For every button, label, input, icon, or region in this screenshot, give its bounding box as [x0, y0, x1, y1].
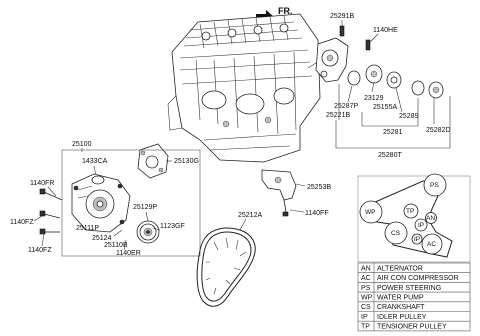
engine-block: [167, 13, 321, 163]
pulley-label-ac: AC: [427, 241, 436, 248]
part-label-1433CA: 1433CA: [82, 158, 108, 165]
pulley-legend: AN ALTERNATOR AC AIR CON COMPRESSOR PS POWER …: [357, 262, 471, 332]
legend-name: AIR CON COMPRESSOR: [377, 275, 459, 282]
part-label-25130G: 25130G: [174, 158, 199, 165]
pulley-label-ps: PS: [430, 182, 439, 189]
part-label-1140HE: 1140HE: [373, 27, 398, 34]
legend-code: PS: [361, 285, 371, 292]
legend-code: AC: [361, 275, 371, 282]
water-pump-pulley: [136, 220, 160, 244]
pulley-label-an: AN: [426, 215, 435, 222]
legend-code: TP: [361, 324, 370, 331]
pulley-layout: PS WP TP IP AN CS IP AC: [357, 173, 471, 263]
part-label-1140FR: 1140FR: [30, 180, 54, 187]
legend-code: AN: [361, 265, 371, 272]
part-label-25253B: 25253B: [307, 184, 331, 191]
pulley-label-wp: WP: [365, 209, 375, 216]
legend-name: CRANKSHAFT: [377, 304, 425, 311]
front-label: FR.: [278, 6, 293, 16]
part-label-25110B: 25110B: [104, 242, 128, 249]
pulley-ip-top: [414, 218, 428, 232]
legend-frame: [357, 262, 471, 332]
part-label-1123GF: 1123GF: [160, 223, 185, 230]
legend-name: POWER STEERING: [377, 285, 441, 292]
pulley-ps: [423, 173, 447, 197]
legend-name: ALTERNATOR: [377, 265, 423, 272]
part-label-25221B: 25221B: [326, 112, 350, 119]
pulley-label-cs: CS: [391, 230, 401, 237]
legend-code: CS: [361, 304, 371, 311]
pulley-cs: [384, 221, 408, 245]
part-label-25280T: 25280T: [378, 152, 402, 159]
pulley-ac: [421, 233, 443, 255]
part-label-25289: 25289: [399, 113, 419, 120]
part-label-25111P: 25111P: [76, 225, 99, 232]
part-label-25287P: 25287P: [334, 103, 358, 110]
pulley-ip-bottom: [411, 233, 423, 245]
pulley-wp: [359, 200, 383, 224]
pulley-layout-frame: [357, 175, 471, 263]
gasket: [137, 143, 169, 179]
legend-name: TENSIONER PULLEY: [377, 324, 447, 331]
part-label-25281: 25281: [383, 129, 403, 136]
legend-code: WP: [361, 295, 373, 302]
legend-name: IDLER PULLEY: [377, 314, 427, 321]
part-label-25212A: 25212A: [238, 212, 262, 219]
bracket: [261, 169, 297, 217]
pulley-label-tp: TP: [406, 208, 414, 215]
water-pump: [71, 173, 131, 233]
pulley-label-ip-top: IP: [418, 222, 424, 229]
part-label-1140ER: 1140ER: [116, 250, 141, 257]
part-label-1140FZ-lower: 1140FZ: [28, 247, 52, 254]
pulley-tp: [403, 203, 419, 219]
pulley-label-ip-bottom: IP: [414, 236, 420, 243]
part-label-1140FZ-upper: 1140FZ: [10, 219, 34, 226]
legend-code: IP: [361, 314, 368, 321]
part-label-25124: 25124: [92, 235, 112, 242]
part-label-25129P: 25129P: [133, 204, 157, 211]
drive-belt: [196, 227, 256, 307]
part-label-25100: 25100: [72, 141, 92, 148]
part-label-25155A: 25155A: [373, 104, 397, 111]
water-pump-group-frame: [61, 149, 201, 257]
part-label-25291B: 25291B: [330, 13, 354, 20]
part-label-1140FF: 1140FF: [305, 210, 329, 217]
tensioner-assembly: [307, 25, 444, 99]
part-label-23129: 23129: [364, 95, 384, 102]
legend-name: WATER PUMP: [377, 295, 424, 302]
part-label-25282D: 25282D: [426, 127, 451, 134]
pulley-an: [425, 212, 437, 224]
